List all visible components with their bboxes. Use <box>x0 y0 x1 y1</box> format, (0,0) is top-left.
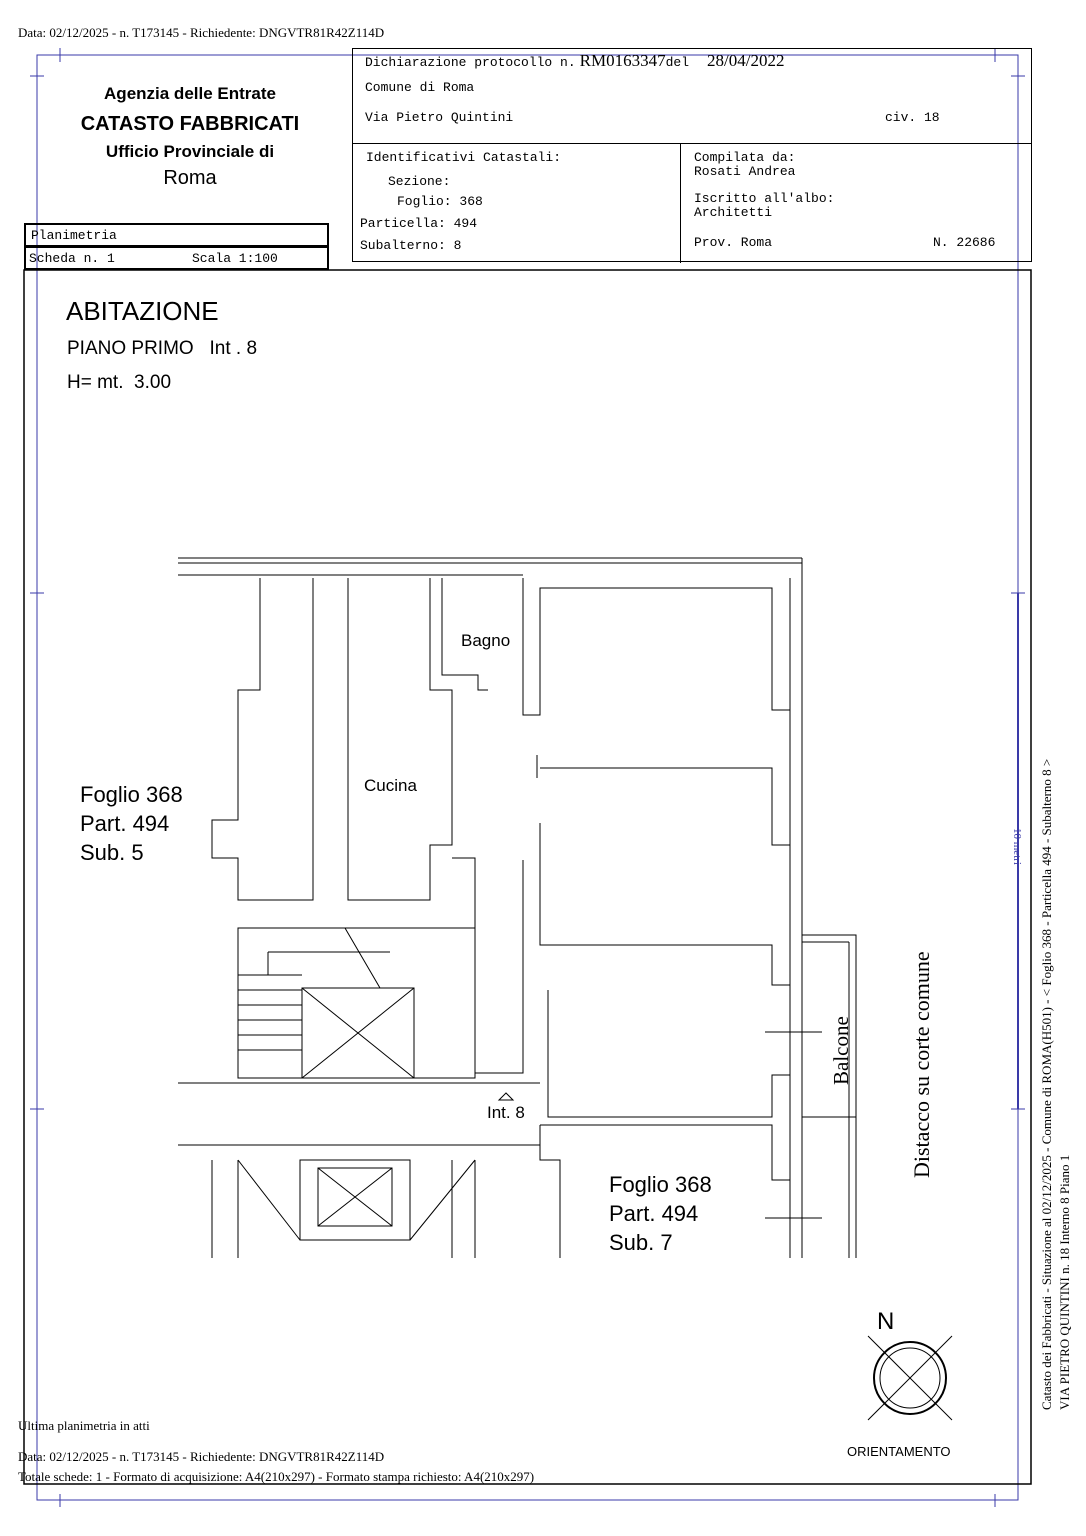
neighbor-sub: Sub. 7 <box>609 1230 673 1255</box>
civic-number: civ. 18 <box>885 110 940 125</box>
north-label: N <box>877 1308 895 1335</box>
room-balcone: Balcone <box>829 1016 853 1085</box>
footer-request: Data: 02/12/2025 - n. T173145 - Richiede… <box>18 1449 385 1464</box>
neighbor-foglio: Foglio 368 <box>80 782 183 807</box>
albo: Architetti <box>694 205 773 220</box>
province: Prov. Roma <box>694 235 773 250</box>
plan-title: ABITAZIONE <box>66 296 219 326</box>
last-plan-note: Ultima planimetria in atti <box>18 1418 150 1433</box>
protocol-line: Dichiarazione protocollo n. RM0163347del… <box>365 51 784 71</box>
floor-plan <box>178 557 857 1258</box>
unit-label: Int. 8 <box>487 1103 525 1122</box>
registration-frame <box>30 48 1025 1507</box>
scale-bar-label: 10 metri <box>1011 828 1023 865</box>
albo-label: Iscritto all'albo: <box>694 191 835 206</box>
sezione: Sezione: <box>388 174 451 189</box>
courtyard-label: Distacco su corte comune <box>909 951 934 1178</box>
neighbor-sub: Sub. 5 <box>80 840 144 865</box>
agency-name: Agenzia delle Entrate <box>104 84 276 103</box>
registration-number: N. 22686 <box>933 235 996 250</box>
comune: Comune di Roma <box>365 80 475 95</box>
compiler-label: Compilata da: <box>694 150 796 165</box>
side-caption-1: Catasto dei Fabbricati - Situazione al 0… <box>1039 758 1054 1410</box>
request-header: Data: 02/12/2025 - n. T173145 - Richiede… <box>18 25 385 40</box>
protocol-label: Dichiarazione protocollo n. <box>365 55 576 70</box>
neighbor-part: Part. 494 <box>609 1201 699 1226</box>
identifiers-title: Identificativi Catastali: <box>366 150 562 165</box>
agency-department: CATASTO FABBRICATI <box>80 113 300 135</box>
agency-office: Ufficio Provinciale di <box>105 142 275 161</box>
compiler-name: Rosati Andrea <box>694 164 796 179</box>
north-arrow-icon <box>867 1335 953 1421</box>
declaration-box: Dichiarazione protocollo n. RM0163347del… <box>352 48 1032 263</box>
divider <box>353 143 1031 144</box>
scale: Scala 1:100 <box>192 251 278 266</box>
foglio: Foglio: 368 <box>397 194 483 209</box>
stairs <box>238 927 390 1051</box>
orientation-label: ORIENTAMENTO <box>847 1444 951 1459</box>
doc-type-box: Planimetria <box>24 223 329 247</box>
street: Via Pietro Quintini <box>365 110 514 125</box>
doc-type: Planimetria <box>31 228 117 243</box>
neighbor-foglio: Foglio 368 <box>609 1172 712 1197</box>
plan-floor: PIANO PRIMO Int . 8 <box>67 338 258 359</box>
neighbor-part: Part. 494 <box>80 811 170 836</box>
main-frame <box>23 269 1032 1485</box>
scheda-box: Scheda n. 1 Scala 1:100 <box>24 246 329 270</box>
plan-height: H= mt. 3.00 <box>67 372 172 393</box>
particella: Particella: 494 <box>360 216 478 231</box>
neighbor-sub5: Foglio 368 Part. 494 Sub. 5 <box>80 780 183 867</box>
agency-city: Roma <box>163 167 217 189</box>
del-label: del <box>665 55 690 70</box>
divider <box>680 143 681 263</box>
protocol-date: 28/04/2022 <box>707 51 785 70</box>
room-cucina: Cucina <box>364 776 417 795</box>
room-bagno: Bagno <box>461 631 511 650</box>
neighbor-sub7: Foglio 368 Part. 494 Sub. 7 <box>609 1170 712 1257</box>
subalterno: Subalterno: 8 <box>360 238 462 253</box>
footer-format: Totale schede: 1 - Formato di acquisizio… <box>18 1469 535 1484</box>
protocol-number: RM0163347 <box>579 51 666 70</box>
side-caption-2: VIA PIETRO QUINTINI n. 18 Interno 8 Pian… <box>1057 1154 1072 1410</box>
scheda-number: Scheda n. 1 <box>29 251 115 266</box>
